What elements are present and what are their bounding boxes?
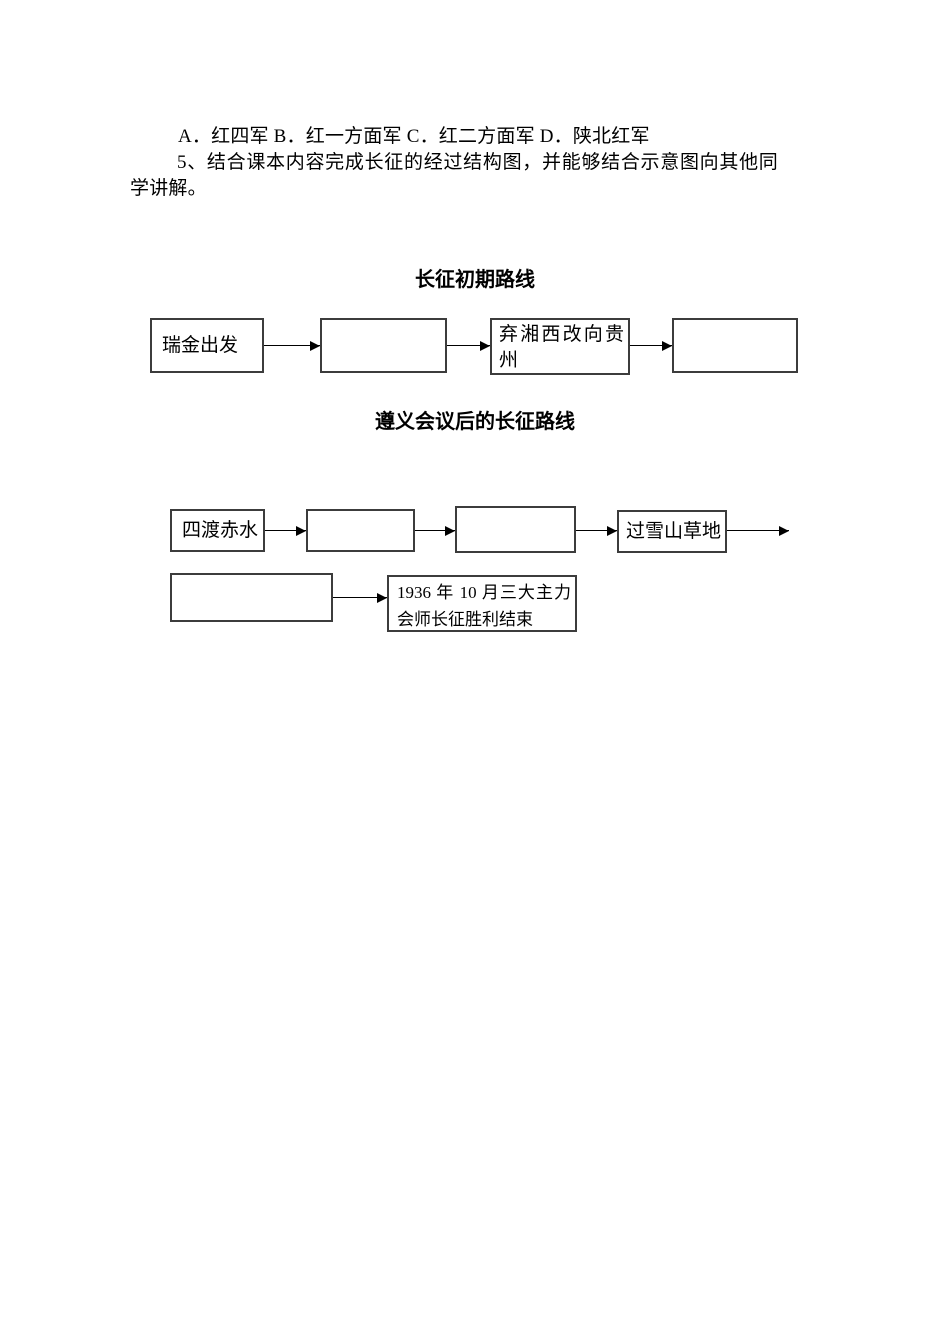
flow-arrow: [333, 597, 387, 598]
box-abandon-xiangxi-to-guizhou: 弃湘西改向贵州: [490, 318, 630, 375]
question-5-prompt: 5、结合课本内容完成长征的经过结构图，并能够结合示意图向其他同学讲解。: [130, 152, 778, 199]
box-label: 过雪山草地: [626, 520, 722, 542]
box-snow-mountains-grasslands: 过雪山草地: [617, 510, 727, 553]
diagram2-title: 遵义会议后的长征路线: [375, 411, 575, 433]
flow-arrow: [576, 530, 617, 531]
flow-arrow: [447, 345, 490, 346]
box-label: 1936 年 10 月三大主力会师长征胜利结束: [397, 583, 571, 629]
flow-arrow: [415, 530, 455, 531]
flow-arrow: [630, 345, 672, 346]
box-label: 弃湘西改向贵州: [499, 324, 624, 371]
diagram1-title: 长征初期路线: [415, 269, 535, 291]
flow-arrow: [265, 530, 306, 531]
box-label: 瑞金出发: [162, 334, 239, 356]
box-blank-5: [170, 573, 333, 622]
box-blank-2: [672, 318, 798, 373]
box-label: 四渡赤水: [182, 519, 259, 541]
box-four-crossings-chishui: 四渡赤水: [170, 509, 265, 552]
box-victory-1936: 1936 年 10 月三大主力会师长征胜利结束: [387, 575, 577, 632]
box-ruijin-departure: 瑞金出发: [150, 318, 264, 373]
answer-options-line: A．红四军 B．红一方面军 C．红二方面军 D．陕北红军: [178, 126, 650, 147]
box-blank-3: [306, 509, 415, 552]
box-blank-1: [320, 318, 447, 373]
box-blank-4: [455, 506, 576, 553]
flow-arrow-continuation: [727, 530, 789, 531]
flow-arrow: [264, 345, 320, 346]
